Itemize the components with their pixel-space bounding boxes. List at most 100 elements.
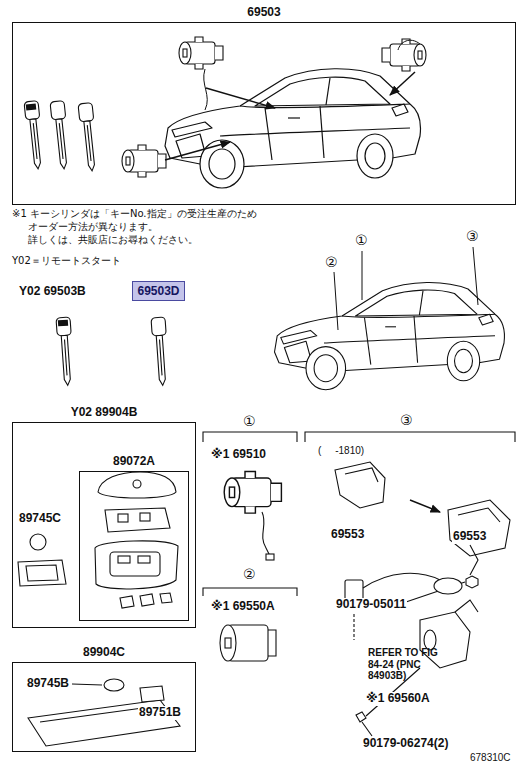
card-key-parts — [140, 686, 164, 702]
part-number: Y02 69503B — [18, 285, 87, 299]
fob-parts — [18, 472, 178, 608]
part-number: 69503D — [137, 284, 179, 298]
fob-parts — [118, 514, 128, 522]
fob-parts — [140, 513, 150, 521]
box-heading: 89072A — [60, 454, 208, 468]
trunk-cylinder-parts — [466, 576, 478, 588]
part-number: ※1 69560A — [365, 692, 431, 706]
top-frame-art — [206, 88, 275, 108]
trunk-cylinder-parts — [363, 573, 440, 588]
part-number: 69553 — [330, 528, 365, 542]
key-blades — [56, 317, 170, 386]
trunk-cylinder-parts — [420, 612, 470, 668]
cylinder-parts — [268, 630, 276, 656]
key-blades — [151, 317, 170, 386]
lower-car-art — [275, 247, 505, 390]
cylinder-parts — [266, 554, 274, 560]
callout-number: ② — [243, 566, 256, 582]
fob-parts — [30, 534, 46, 550]
part-number: ※1 69550A — [210, 600, 276, 614]
top-frame-art — [24, 101, 45, 170]
box-heading: Y02 89904B — [0, 405, 215, 419]
trunk-cylinder-parts — [335, 462, 385, 508]
brackets — [203, 432, 297, 442]
top-frame-art — [204, 69, 208, 110]
card-key-parts — [72, 684, 102, 685]
trunk-cylinder-parts — [434, 578, 462, 594]
box-heading: 89904C — [0, 645, 215, 659]
part-number: 89751B — [138, 706, 182, 720]
trunk-cylinder-parts — [470, 545, 478, 575]
fob-parts — [18, 560, 66, 586]
fob-parts — [118, 556, 130, 563]
part-number: 90179-06274(2) — [362, 737, 449, 751]
note-text: ※1 キーシリンダは「キーNo.指定」の受注生産のため — [12, 208, 257, 220]
fob-parts — [110, 552, 160, 576]
part-number: 90179-05011 — [335, 598, 407, 612]
card-key-parts — [104, 679, 124, 691]
cylinder-parts — [262, 512, 270, 556]
fob-parts — [138, 556, 150, 563]
top-frame-art — [398, 40, 420, 50]
trunk-cylinder-parts — [362, 722, 372, 736]
trunk-cylinder-parts — [458, 508, 500, 522]
reference-note: REFER TO FIG 84-24 (PNC 84903B) — [368, 647, 442, 682]
highlight-part-box: 69503D — [132, 281, 184, 301]
fob-parts — [98, 472, 176, 498]
top-frame-art — [179, 37, 223, 69]
trunk-cylinder-parts — [356, 712, 366, 722]
cylinder-parts — [220, 625, 236, 661]
top-frame-art — [390, 72, 415, 95]
top-frame-art — [165, 69, 421, 188]
figure-code: 678310C — [470, 752, 511, 764]
part-number: ※1 69510 — [210, 448, 267, 462]
legend-note: Y02＝リモートスタート — [12, 255, 121, 267]
fob-parts — [120, 593, 172, 608]
top-frame-art — [50, 101, 71, 170]
box-heading: 69503 — [0, 5, 525, 19]
top-frame-art — [165, 142, 230, 160]
trunk-cylinder-parts — [335, 462, 510, 736]
key-blades — [56, 317, 75, 386]
callout-number: ① — [355, 232, 368, 248]
range-note: ( -1810) — [318, 445, 364, 457]
callout-number: ③ — [400, 412, 413, 428]
lower-car-art — [473, 247, 478, 305]
top-frame-art — [122, 145, 166, 177]
fob-parts — [26, 565, 58, 581]
trunk-cylinder-parts — [345, 468, 378, 482]
fob-parts — [133, 480, 141, 488]
cylinder-parts — [225, 638, 231, 648]
sub-assembly-frame: 89072A — [79, 471, 189, 621]
part-number: 89745C — [18, 512, 62, 526]
part-number: 69553 — [452, 530, 487, 544]
cylinder-parts — [224, 472, 281, 514]
cylinder-parts — [220, 472, 281, 662]
brackets — [203, 588, 297, 596]
part-number: 89745B — [26, 677, 70, 691]
key-blades — [58, 320, 68, 327]
note-text: 詳しくは、共販店にお尋ねください。 — [28, 234, 198, 246]
lower-car-art — [362, 251, 363, 300]
callout-number: ② — [325, 254, 338, 270]
lower-car-art — [334, 272, 338, 330]
brackets — [305, 432, 515, 442]
top-frame-art — [26, 103, 37, 110]
top-frame-art — [78, 103, 99, 172]
kit-frame: 69503 — [12, 22, 516, 205]
top-frame-art — [24, 37, 426, 188]
trunk-cylinder-parts — [410, 500, 440, 512]
fob-parts — [95, 541, 178, 589]
lower-car-art — [275, 282, 505, 389]
card-key-parts — [40, 707, 150, 722]
brackets — [203, 432, 515, 596]
note-text: オーダー方法が異なります。 — [28, 221, 158, 233]
fob-parts — [105, 508, 170, 532]
callout-number: ① — [243, 413, 256, 429]
trunk-cylinder-parts — [455, 600, 478, 612]
callout-number: ③ — [466, 228, 479, 244]
